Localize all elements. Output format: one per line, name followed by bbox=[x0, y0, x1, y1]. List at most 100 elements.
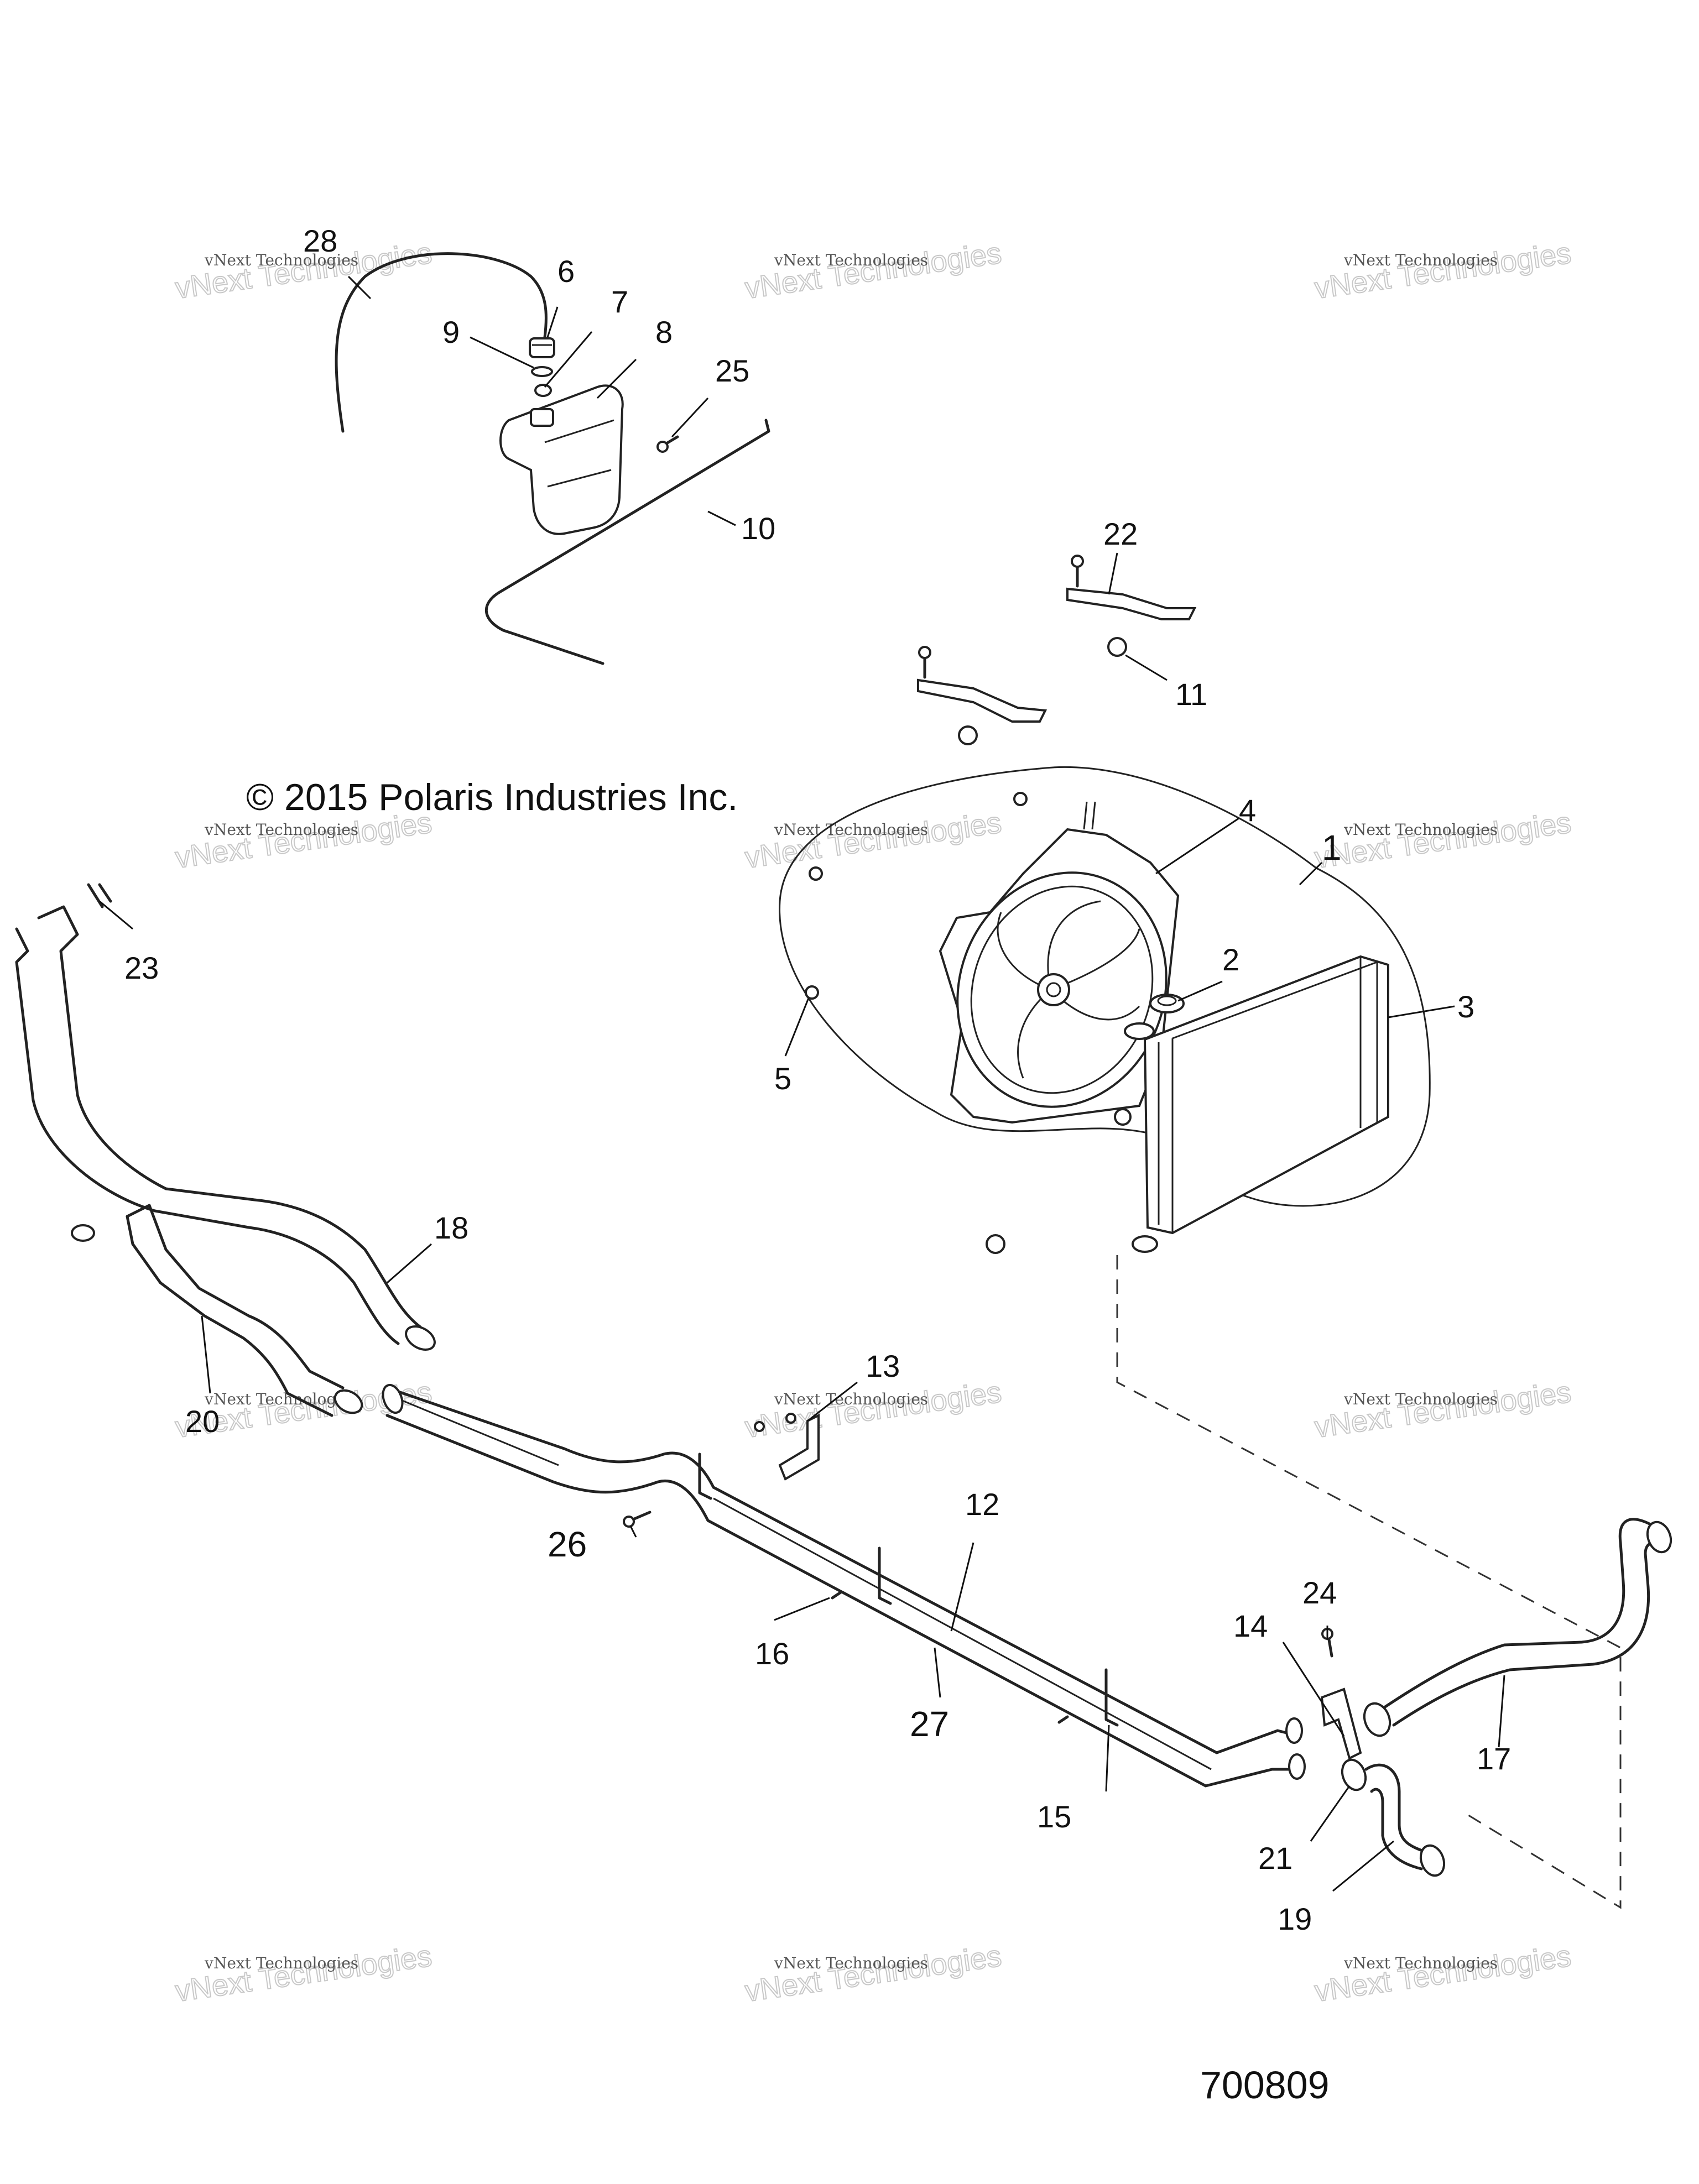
callout-23: 23 bbox=[124, 950, 159, 985]
svg-text:vNext Technologies: vNext Technologies bbox=[204, 1954, 358, 1972]
dashed-guide bbox=[1116, 1255, 1622, 1909]
callout-24: 24 bbox=[1302, 1575, 1337, 1610]
hose-clamp bbox=[1646, 1521, 1672, 1554]
callout-7: 7 bbox=[611, 284, 628, 319]
callout-22: 22 bbox=[1103, 516, 1138, 551]
svg-text:vNext Technologies: vNext Technologies bbox=[743, 1375, 1003, 1444]
fan-mount-bracket bbox=[1066, 555, 1197, 657]
svg-text:vNext Technologies: vNext Technologies bbox=[1343, 1954, 1498, 1972]
hose-clamp bbox=[1363, 1702, 1391, 1737]
callout-11: 11 bbox=[1175, 677, 1207, 712]
svg-text:vNext Technologies: vNext Technologies bbox=[173, 1939, 434, 2008]
svg-text:vNext Technologies: vNext Technologies bbox=[1343, 1390, 1498, 1408]
callout-10: 10 bbox=[741, 511, 775, 546]
callout-25: 25 bbox=[715, 353, 749, 388]
radiator-hose-lower bbox=[126, 1215, 333, 1417]
radiator-hose-right bbox=[1381, 1518, 1655, 1710]
coolant-tube bbox=[398, 1398, 1212, 1770]
callout-5: 5 bbox=[774, 1061, 791, 1096]
reservoir-cap bbox=[529, 337, 555, 358]
svg-text:vNext Technologies: vNext Technologies bbox=[774, 1390, 928, 1408]
svg-text:vNext Technologies: vNext Technologies bbox=[1312, 806, 1573, 874]
callout-13: 13 bbox=[866, 1349, 900, 1383]
callout-16: 16 bbox=[755, 1636, 789, 1671]
callout-9: 9 bbox=[442, 315, 460, 349]
svg-text:vNext Technologies: vNext Technologies bbox=[774, 251, 928, 269]
svg-text:vNext Technologies: vNext Technologies bbox=[1312, 1375, 1573, 1444]
callout-15: 15 bbox=[1037, 1799, 1071, 1834]
svg-text:vNext Technologies: vNext Technologies bbox=[1312, 1939, 1573, 2008]
bolt bbox=[754, 1421, 765, 1432]
grommet bbox=[805, 985, 819, 1000]
callout-2: 2 bbox=[1222, 942, 1239, 977]
svg-text:vNext Technologies: vNext Technologies bbox=[743, 236, 1003, 305]
bolt bbox=[785, 1413, 796, 1424]
callout-27: 27 bbox=[910, 1704, 949, 1744]
coolant-tube bbox=[385, 1386, 1301, 1754]
svg-text:vNext Technologies: vNext Technologies bbox=[204, 251, 358, 269]
hose-clip bbox=[87, 883, 112, 908]
hose-clamp-nut bbox=[71, 1224, 95, 1242]
callout-6: 6 bbox=[557, 254, 575, 289]
callout-12: 12 bbox=[965, 1487, 999, 1522]
svg-text:vNext Technologies: vNext Technologies bbox=[743, 1939, 1003, 2008]
svg-text:vNext Technologies: vNext Technologies bbox=[1312, 236, 1573, 305]
callout-8: 8 bbox=[655, 315, 673, 349]
callout-21: 21 bbox=[1258, 1841, 1293, 1875]
reservoir-bracket-rod bbox=[484, 419, 770, 665]
grommet bbox=[809, 866, 823, 881]
callout-26: 26 bbox=[548, 1524, 587, 1564]
grommet bbox=[1013, 792, 1028, 806]
callout-labels: 28 6 7 9 8 25 10 22 11 © 2015 Polaris In… bbox=[124, 223, 1511, 2107]
radiator-hose-short bbox=[1370, 1788, 1423, 1870]
leader-lines bbox=[99, 275, 1505, 1892]
tube-bracket bbox=[778, 1413, 820, 1481]
svg-text:vNext Technologies: vNext Technologies bbox=[774, 1954, 928, 1972]
svg-text:vNext Technologies: vNext Technologies bbox=[204, 821, 358, 839]
tube-clamp bbox=[1104, 1668, 1119, 1727]
seal-ring bbox=[531, 366, 553, 377]
callout-3: 3 bbox=[1457, 989, 1474, 1024]
radiator-hose-lower bbox=[126, 1204, 345, 1389]
callout-18: 18 bbox=[434, 1210, 468, 1245]
callout-17: 17 bbox=[1477, 1741, 1511, 1776]
coolant-reservoir bbox=[499, 384, 624, 535]
screw bbox=[831, 1591, 842, 1600]
screw bbox=[1057, 1715, 1069, 1724]
tube-clamp bbox=[698, 1452, 712, 1500]
bolt bbox=[656, 435, 679, 453]
hose-clamp bbox=[333, 1389, 363, 1414]
radiator-hose-upper bbox=[37, 905, 422, 1329]
copyright: © 2015 Polaris Industries Inc. bbox=[246, 776, 738, 818]
callout-28: 28 bbox=[303, 223, 337, 258]
cooling-fan bbox=[939, 801, 1180, 1124]
radiator-hose-upper bbox=[15, 927, 400, 1345]
callout-14: 14 bbox=[1233, 1608, 1268, 1643]
hose-clamp bbox=[1341, 1758, 1367, 1791]
svg-text:vNext Technologies: vNext Technologies bbox=[774, 821, 928, 839]
callout-4: 4 bbox=[1239, 793, 1256, 828]
hose-clamp bbox=[405, 1325, 436, 1351]
fan-mount-bracket-lower bbox=[917, 646, 1047, 745]
callout-20: 20 bbox=[185, 1404, 220, 1439]
tube-end bbox=[382, 1383, 404, 1414]
bolt bbox=[623, 1511, 652, 1528]
callout-19: 19 bbox=[1278, 1901, 1312, 1936]
tube-end bbox=[1288, 1753, 1306, 1780]
radiator-cap bbox=[1149, 994, 1185, 1013]
callout-1: 1 bbox=[1322, 828, 1342, 868]
figure-number: 700809 bbox=[1200, 2063, 1330, 2107]
svg-text:vNext Technologies: vNext Technologies bbox=[1343, 251, 1498, 269]
grommet bbox=[1114, 1108, 1132, 1126]
radiator bbox=[1124, 955, 1389, 1253]
radiator-hose-short bbox=[1364, 1763, 1429, 1854]
